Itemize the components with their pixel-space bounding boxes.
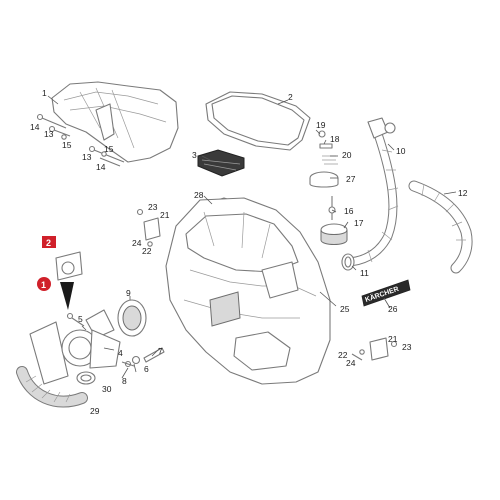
label-27: 27 — [346, 174, 356, 184]
label-23a: 23 — [148, 202, 158, 212]
label-17: 17 — [354, 218, 364, 228]
label-15a: 15 — [62, 140, 72, 150]
label-3: 3 — [192, 150, 197, 160]
bolt-right — [351, 353, 363, 361]
marker-arrow — [55, 251, 83, 310]
label-24a: 24 — [132, 238, 142, 248]
label-24b: 24 — [346, 358, 356, 368]
label-19: 19 — [316, 120, 326, 130]
badge-1: 1 — [37, 277, 51, 291]
label-22a: 22 — [142, 246, 152, 256]
label-13a: 13 — [44, 129, 54, 139]
hose-29 — [16, 366, 88, 408]
label-11: 11 — [360, 268, 369, 278]
leader-lines — [47, 95, 457, 379]
hose-clamp — [341, 253, 355, 271]
label-15b: 15 — [104, 144, 114, 154]
badge-1-text: 1 — [41, 280, 46, 290]
gasket — [205, 91, 311, 151]
label-21a: 21 — [160, 210, 170, 220]
badge-2-text: 2 — [46, 238, 51, 248]
screw-5 — [66, 312, 85, 327]
label-6: 6 — [144, 364, 149, 374]
label-5: 5 — [78, 314, 83, 324]
label-2: 2 — [288, 92, 293, 102]
label-4: 4 — [118, 348, 123, 358]
panel-plate — [29, 321, 69, 385]
label-1: 1 — [42, 88, 47, 98]
label-18: 18 — [330, 134, 340, 144]
main-housing — [165, 197, 331, 385]
float-ball — [320, 196, 348, 245]
bracket-right — [359, 337, 398, 361]
label-14b: 14 — [96, 162, 106, 172]
top-cover — [51, 81, 179, 163]
bracket-left — [136, 208, 161, 247]
label-22b: 22 — [338, 350, 348, 360]
label-9: 9 — [126, 288, 131, 298]
filter — [197, 149, 245, 177]
screw-set-center — [88, 145, 125, 167]
label-29: 29 — [90, 406, 100, 416]
label-12: 12 — [458, 188, 468, 198]
screw-set-left — [36, 113, 71, 140]
label-23b: 23 — [402, 342, 412, 352]
label-10: 10 — [396, 146, 406, 156]
badge-2: 2 — [42, 236, 56, 248]
label-28: 28 — [194, 190, 204, 200]
label-8: 8 — [122, 376, 127, 386]
hose-10 — [341, 117, 399, 267]
label-14a: 14 — [30, 122, 40, 132]
label-16: 16 — [344, 206, 354, 216]
label-21b: 21 — [388, 334, 398, 344]
label-26: 26 — [388, 304, 398, 314]
ring-seal — [117, 299, 147, 337]
label-13b: 13 — [82, 152, 92, 162]
hose-12 — [408, 180, 473, 274]
label-25: 25 — [340, 304, 350, 314]
small-parts — [121, 347, 165, 368]
part-labels: 1 2 3 4 5 6 7 8 9 10 11 12 13 13 14 14 1… — [30, 88, 468, 416]
label-7: 7 — [158, 346, 163, 356]
label-30: 30 — [102, 384, 112, 394]
fan-housing — [61, 309, 121, 369]
ring-30 — [76, 371, 96, 385]
label-20: 20 — [342, 150, 352, 160]
